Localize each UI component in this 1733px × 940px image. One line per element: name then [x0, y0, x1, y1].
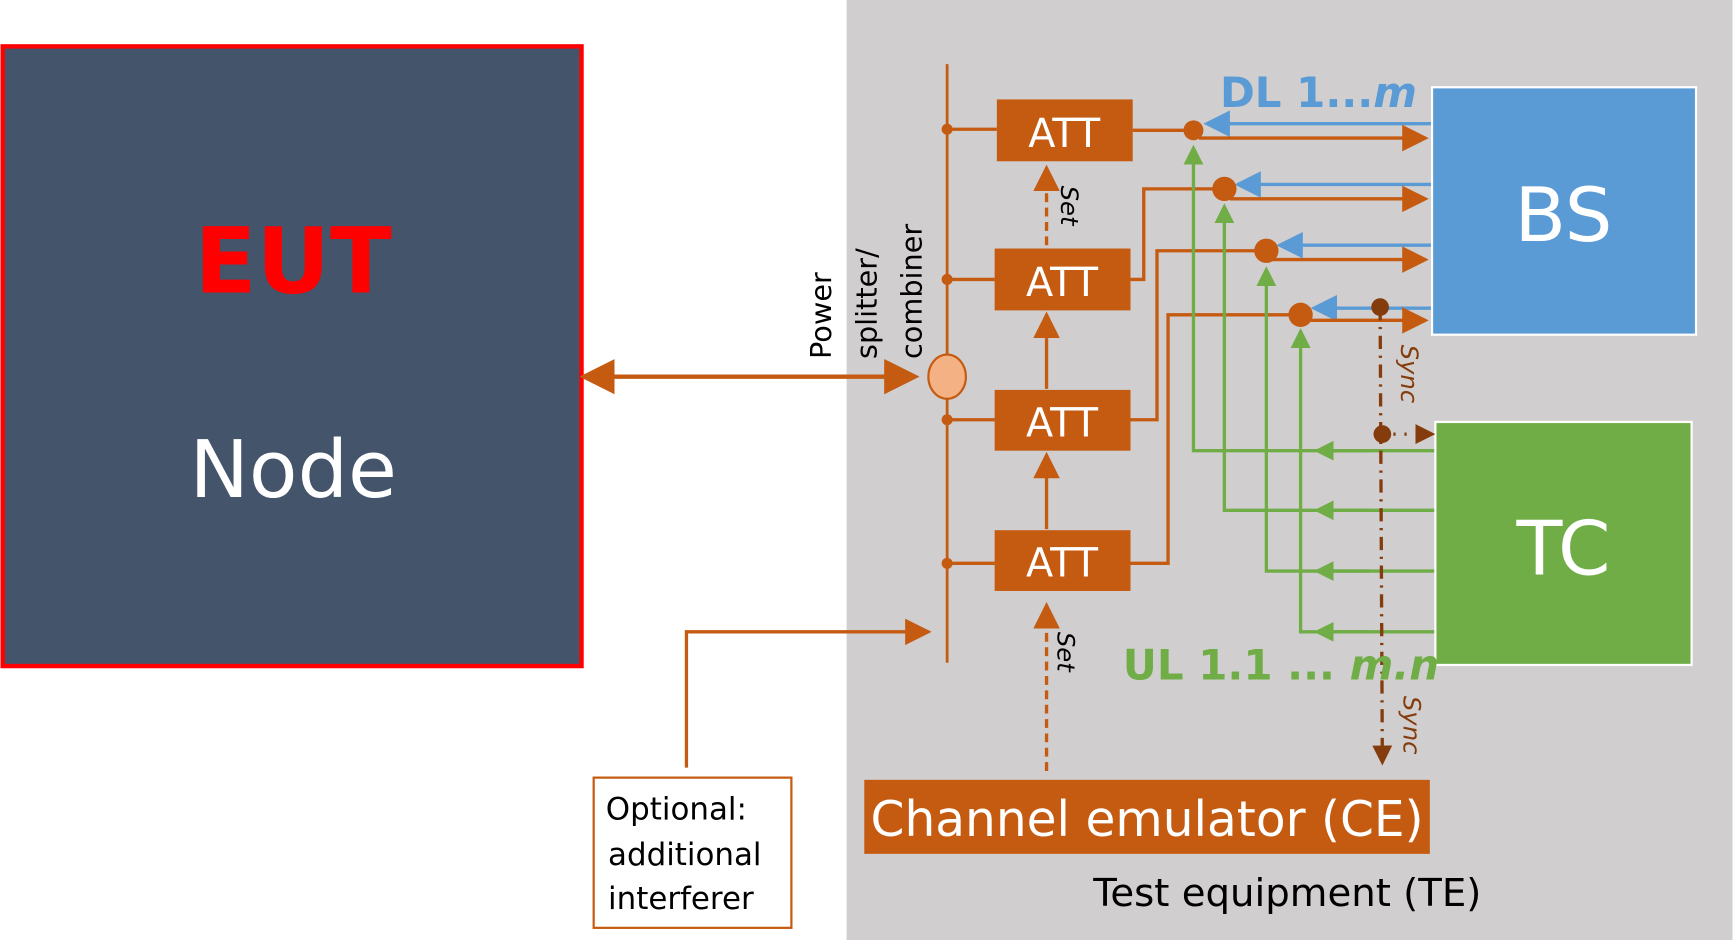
eut-node-box: EUT Node — [0, 44, 584, 669]
set-label-bottom: Set — [1052, 632, 1081, 673]
tc-label: TC — [1516, 504, 1611, 592]
sync-label-1: Sync — [1395, 345, 1424, 404]
sync-lines — [1372, 307, 1436, 766]
svg-text:ATT: ATT — [1026, 260, 1099, 306]
channel-emulator-box: Channel emulator (CE) — [864, 779, 1430, 854]
sync-node-tc — [1373, 425, 1392, 443]
tc-box: TC — [1434, 420, 1693, 667]
bs-label: BS — [1515, 171, 1613, 259]
att-box-4: ATT — [994, 530, 1131, 591]
svg-text:ATT: ATT — [1026, 541, 1099, 587]
dl-arrows — [1198, 110, 1433, 334]
bs-box: BS — [1430, 86, 1698, 336]
optional-interferer-box: Optional: additional interferer — [592, 776, 793, 929]
svg-text:Channel emulator (CE): Channel emulator (CE) — [871, 792, 1424, 848]
svg-text:Optional:: Optional: — [606, 792, 747, 828]
splitter-label-1: Power — [804, 272, 838, 359]
att-box-1: ATT — [996, 99, 1133, 162]
sync-label-2: Sync — [1397, 696, 1426, 755]
splitter-label-3: combiner — [895, 224, 929, 359]
att-box-2: ATT — [994, 248, 1131, 311]
svg-text:ATT: ATT — [1028, 111, 1101, 157]
ul-arrows — [1183, 144, 1436, 642]
svg-text:additional: additional — [608, 837, 762, 873]
svg-text:ATT: ATT — [1026, 400, 1099, 446]
svg-text:interferer: interferer — [608, 881, 754, 917]
att-connections — [684, 127, 1301, 771]
att-boxes: ATT ATT ATT ATT — [994, 99, 1133, 591]
test-equipment-label: Test equipment (TE) — [1092, 871, 1481, 916]
power-splitter-combiner — [927, 353, 968, 400]
ul-label: UL 1.1 ... m.n — [1123, 640, 1439, 689]
eut-title: EUT — [195, 210, 392, 315]
combiner-nodes — [1183, 120, 1313, 327]
set-label-top: Set — [1055, 186, 1084, 227]
sync-node-bs — [1371, 298, 1389, 316]
node-label: Node — [189, 423, 397, 516]
att-box-3: ATT — [994, 389, 1131, 451]
bus-junctions — [941, 123, 953, 569]
splitter-label-2: splitter/ — [849, 248, 883, 359]
dl-label: DL 1...m — [1220, 68, 1417, 117]
